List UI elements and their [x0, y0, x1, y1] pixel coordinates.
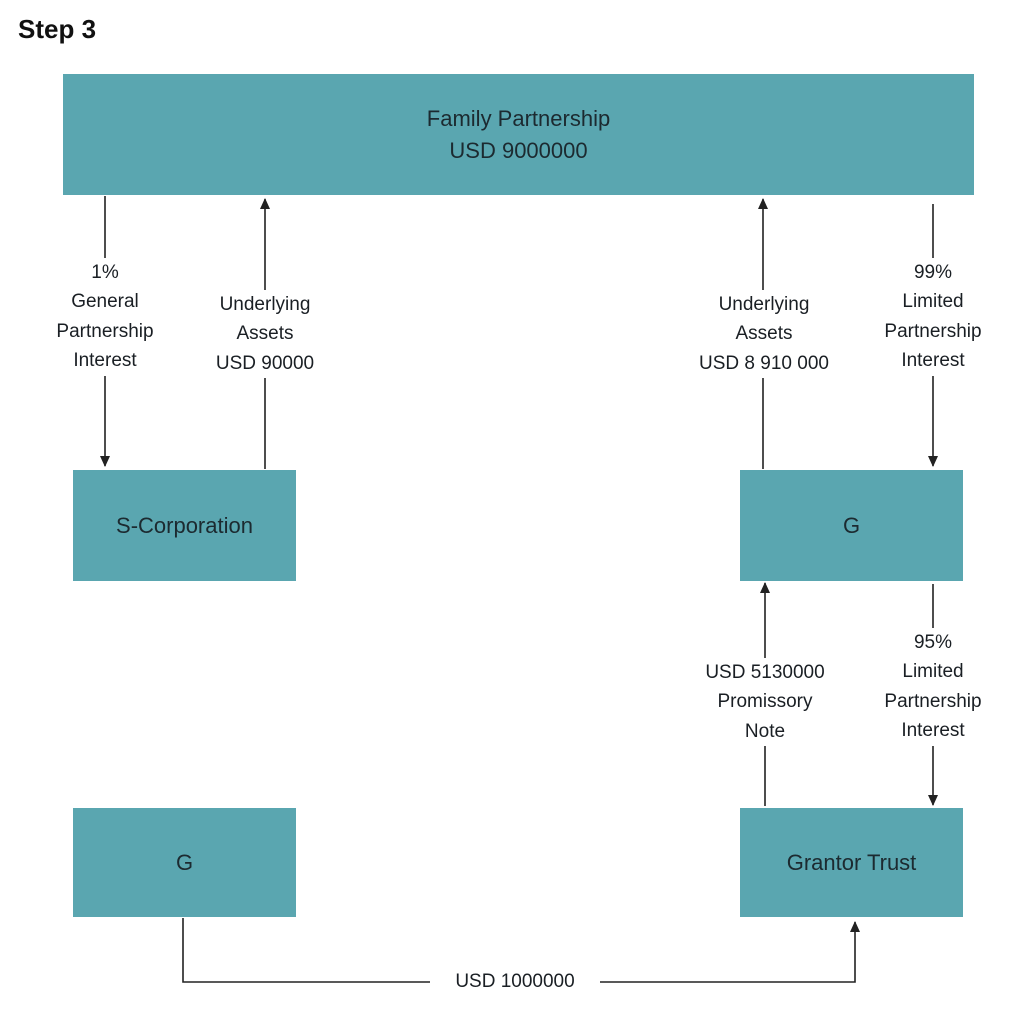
- label-promissory-note: USD 5130000 Promissory Note: [680, 658, 850, 747]
- s-corporation-name: S-Corporation: [116, 512, 253, 538]
- label-limited-95: 95% Limited Partnership Interest: [868, 628, 998, 746]
- g-right-box: G: [740, 470, 963, 581]
- family-partnership-value: USD 9000000: [449, 137, 588, 163]
- family-partnership-name: Family Partnership: [426, 105, 611, 131]
- g-left-name: G: [175, 849, 194, 875]
- g-right-name: G: [842, 512, 861, 538]
- label-general-interest: 1% General Partnership Interest: [40, 258, 170, 376]
- family-partnership-box: Family Partnership USD 9000000: [63, 74, 974, 195]
- label-limited-99: 99% Limited Partnership Interest: [868, 258, 998, 376]
- g-left-box: G: [73, 808, 296, 917]
- step-title: Step 3: [18, 14, 97, 44]
- s-corporation-box: S-Corporation: [73, 470, 296, 581]
- grantor-trust-name: Grantor Trust: [786, 849, 917, 875]
- label-assets-g: Underlying Assets USD 8 910 000: [678, 290, 850, 379]
- grantor-trust-box: Grantor Trust: [740, 808, 963, 917]
- label-assets-s-corp: Underlying Assets USD 90000: [195, 290, 335, 379]
- label-cash-gift: USD 1000000: [430, 967, 600, 997]
